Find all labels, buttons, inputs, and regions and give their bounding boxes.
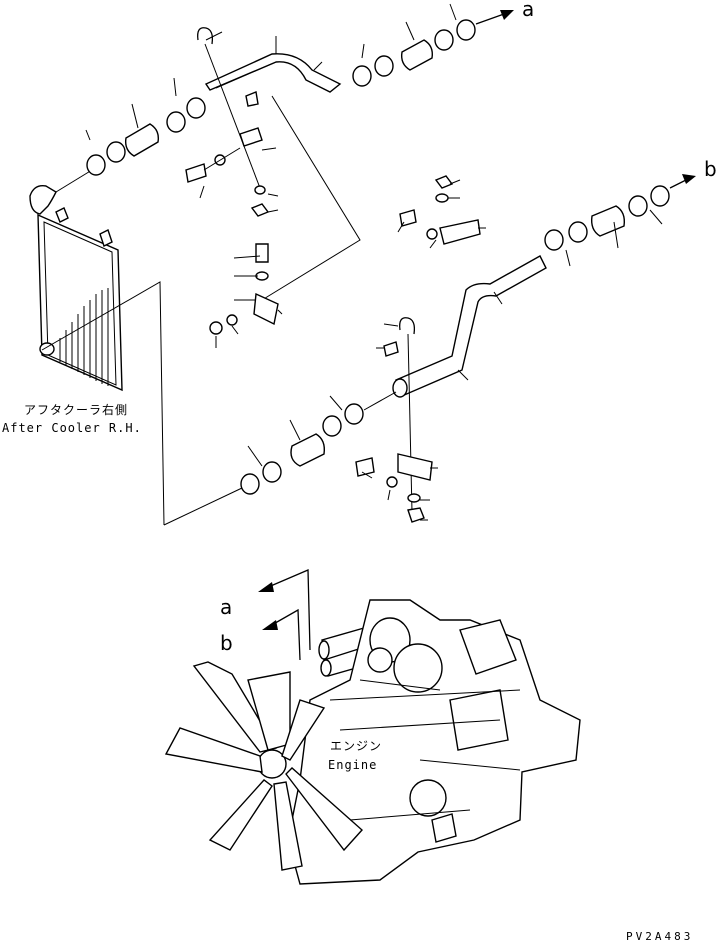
engine-label-en: Engine: [328, 758, 377, 772]
after-cooler-label-jp: アフタクーラ右側: [24, 402, 128, 417]
engine-label-jp: エンジン: [330, 739, 382, 753]
after-cooler: [29, 185, 165, 526]
arrow-label-a: a: [522, 0, 534, 21]
engine-arrow-label-a: a: [220, 595, 232, 619]
lower-pipe-assembly: [163, 174, 696, 526]
upper-pipe-assembly: [55, 3, 514, 348]
arrow-label-b: b: [704, 157, 717, 181]
engine-illustration: [164, 569, 581, 885]
drawing-code: PV2A483: [626, 930, 693, 943]
engine-arrow-label-b: b: [220, 631, 233, 655]
engine-fan: [164, 661, 363, 871]
after-cooler-label-en: After Cooler R.H.: [2, 421, 142, 435]
